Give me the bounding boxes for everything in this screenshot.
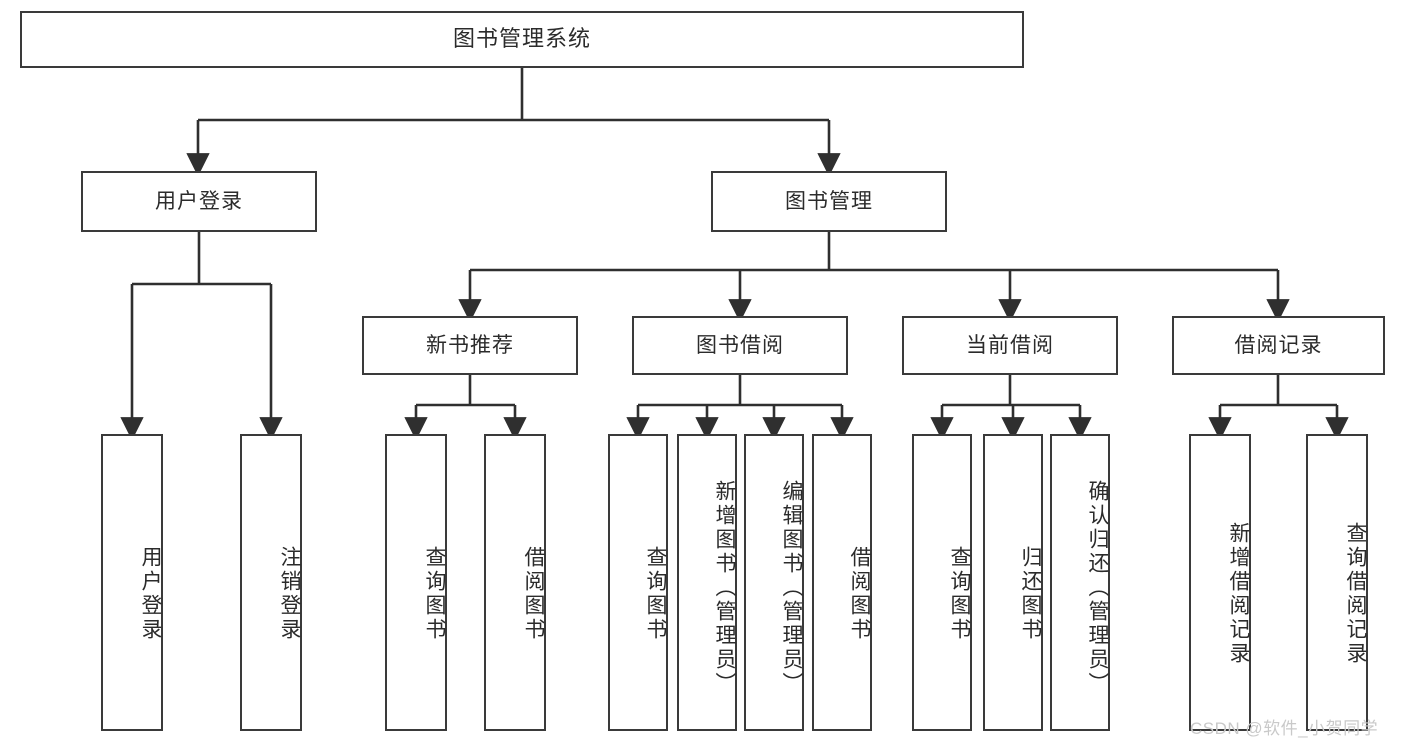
node-book-borrow[interactable]: 图书借阅 — [632, 316, 848, 375]
node-user-login[interactable]: 用户登录 — [81, 171, 317, 232]
leaf-query-book-cb[interactable]: 查询图书 — [912, 434, 972, 731]
leaf-confirm-return-admin[interactable]: 确认归还（管理员） — [1050, 434, 1110, 731]
leaf-query-book-bw[interactable]: 查询图书 — [608, 434, 668, 731]
leaf-borrow-book-bw[interactable]: 借阅图书 — [812, 434, 872, 731]
leaf-return-book[interactable]: 归还图书 — [983, 434, 1043, 731]
csdn-watermark: CSDN @软件_小贺同学 — [1190, 719, 1379, 738]
leaf-query-borrow-record[interactable]: 查询借阅记录 — [1306, 434, 1368, 731]
node-current-borrow[interactable]: 当前借阅 — [902, 316, 1118, 375]
node-borrow-record[interactable]: 借阅记录 — [1172, 316, 1385, 375]
leaf-query-book-nb[interactable]: 查询图书 — [385, 434, 447, 731]
node-root-system[interactable]: 图书管理系统 — [20, 11, 1024, 68]
leaf-borrow-book-nb[interactable]: 借阅图书 — [484, 434, 546, 731]
leaf-logout[interactable]: 注销登录 — [240, 434, 302, 731]
leaf-user-login[interactable]: 用户登录 — [101, 434, 163, 731]
node-new-book-recommend[interactable]: 新书推荐 — [362, 316, 578, 375]
leaf-edit-book-admin[interactable]: 编辑图书（管理员） — [744, 434, 804, 731]
node-book-management[interactable]: 图书管理 — [711, 171, 947, 232]
leaf-add-borrow-record[interactable]: 新增借阅记录 — [1189, 434, 1251, 731]
leaf-add-book-admin[interactable]: 新增图书（管理员） — [677, 434, 737, 731]
